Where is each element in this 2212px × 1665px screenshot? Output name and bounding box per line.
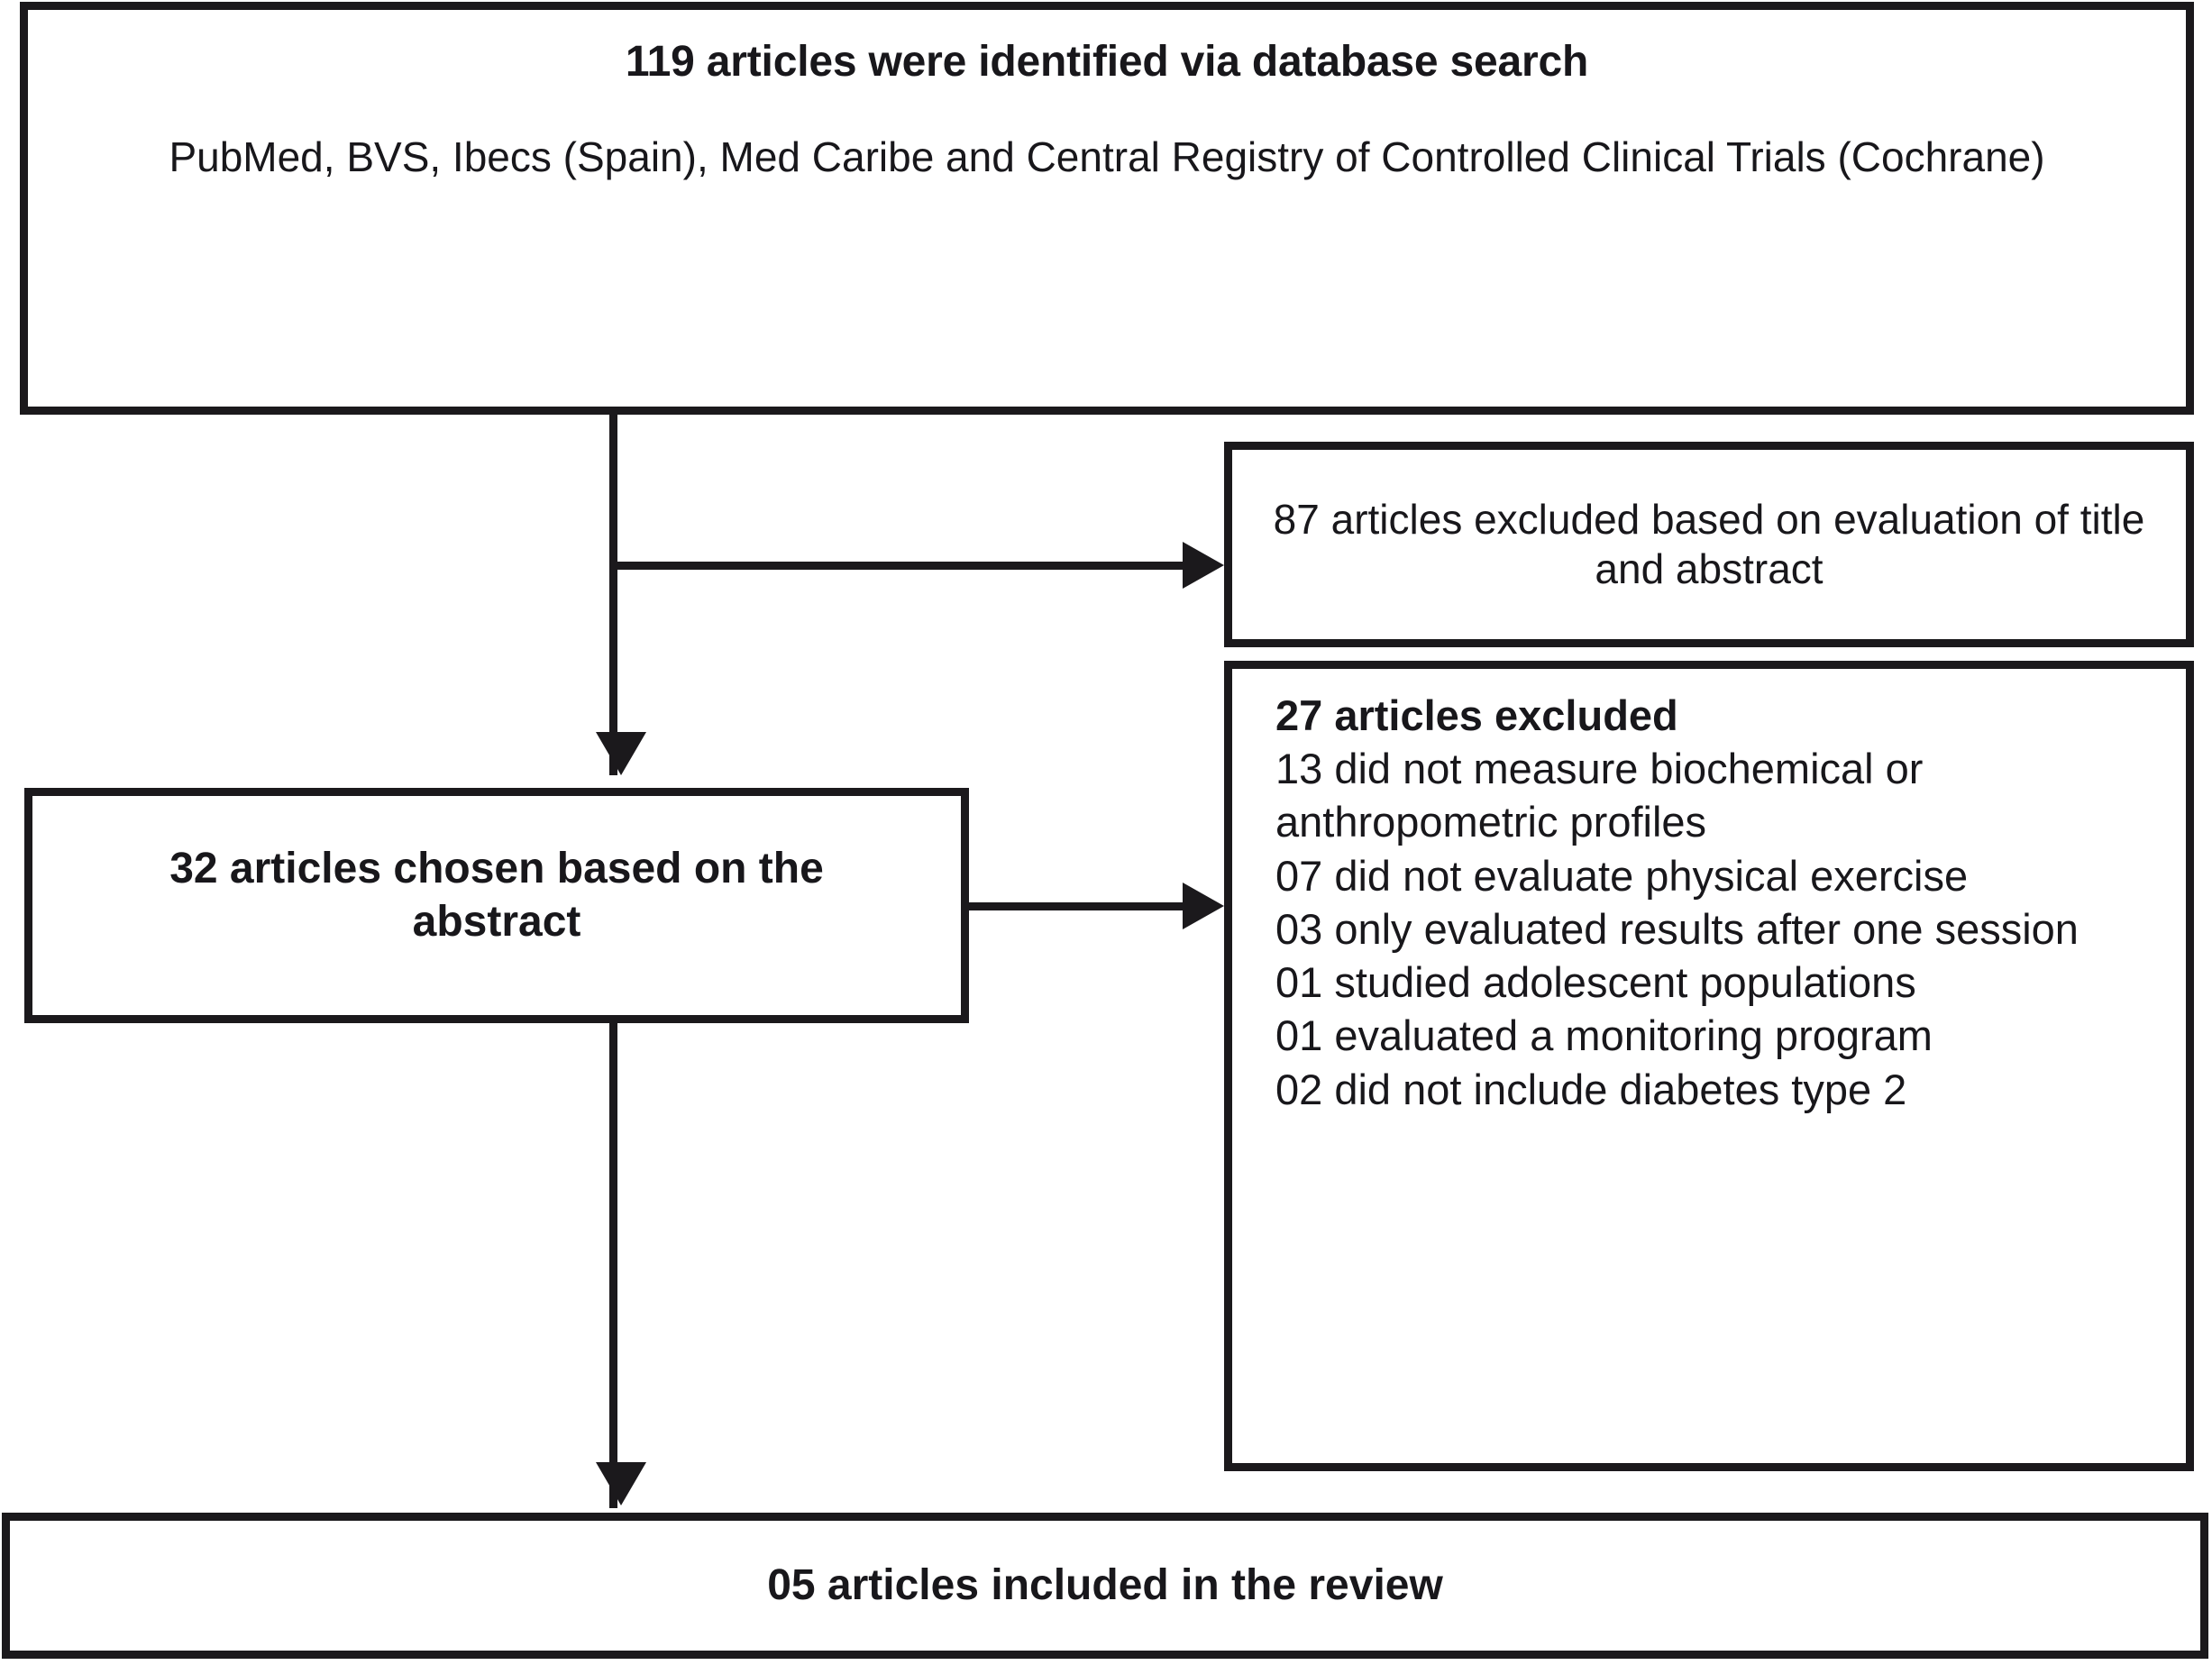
excluded-title-abstract-box: 87 articles excluded based on evaluation… [1224,442,2194,647]
connector-chosen-to-included [609,1023,617,1508]
list-item: 03 only evaluated results after one sess… [1275,904,2079,953]
arrowhead-right-to-title-abstract-exclusion [1183,542,1224,589]
excluded-title-abstract-text: 87 articles excluded based on evaluation… [1273,495,2145,592]
excluded-reasons-list: 13 did not measure biochemical or anthro… [1275,742,2155,1116]
identified-sources: PubMed, BVS, Ibecs (Spain), Med Caribe a… [169,133,2045,180]
excluded-reasons-box: 27 articles excluded 13 did not measure … [1224,661,2194,1471]
list-item: 07 did not evaluate physical exercise [1275,851,1969,900]
list-item: 13 did not measure biochemical or anthro… [1275,745,1924,846]
excluded-reasons-heading: 27 articles excluded [1275,691,1678,739]
chosen-articles-box: 32 articles chosen based on the abstract [24,788,969,1023]
list-item: 01 evaluated a monitoring program [1275,1011,1933,1060]
arrowhead-down-to-included [596,1462,646,1505]
chosen-articles-text: 32 articles chosen based on the abstract [169,845,824,946]
list-item: 01 studied adolescent populations [1275,958,1916,1007]
arrowhead-down-to-chosen [596,732,646,775]
connector-identified-to-chosen [609,415,617,775]
identified-title: 119 articles were identified via databas… [625,38,1589,86]
connector-to-title-abstract-exclusion [609,562,1215,570]
identified-records-box: 119 articles were identified via databas… [20,2,2194,415]
included-articles-text: 05 articles included in the review [767,1561,1443,1610]
connector-to-full-text-exclusion [969,902,1215,910]
list-item: 02 did not include diabetes type 2 [1275,1065,1907,1113]
arrowhead-right-to-full-text-exclusion [1183,883,1224,929]
included-articles-box: 05 articles included in the review [2,1513,2208,1659]
